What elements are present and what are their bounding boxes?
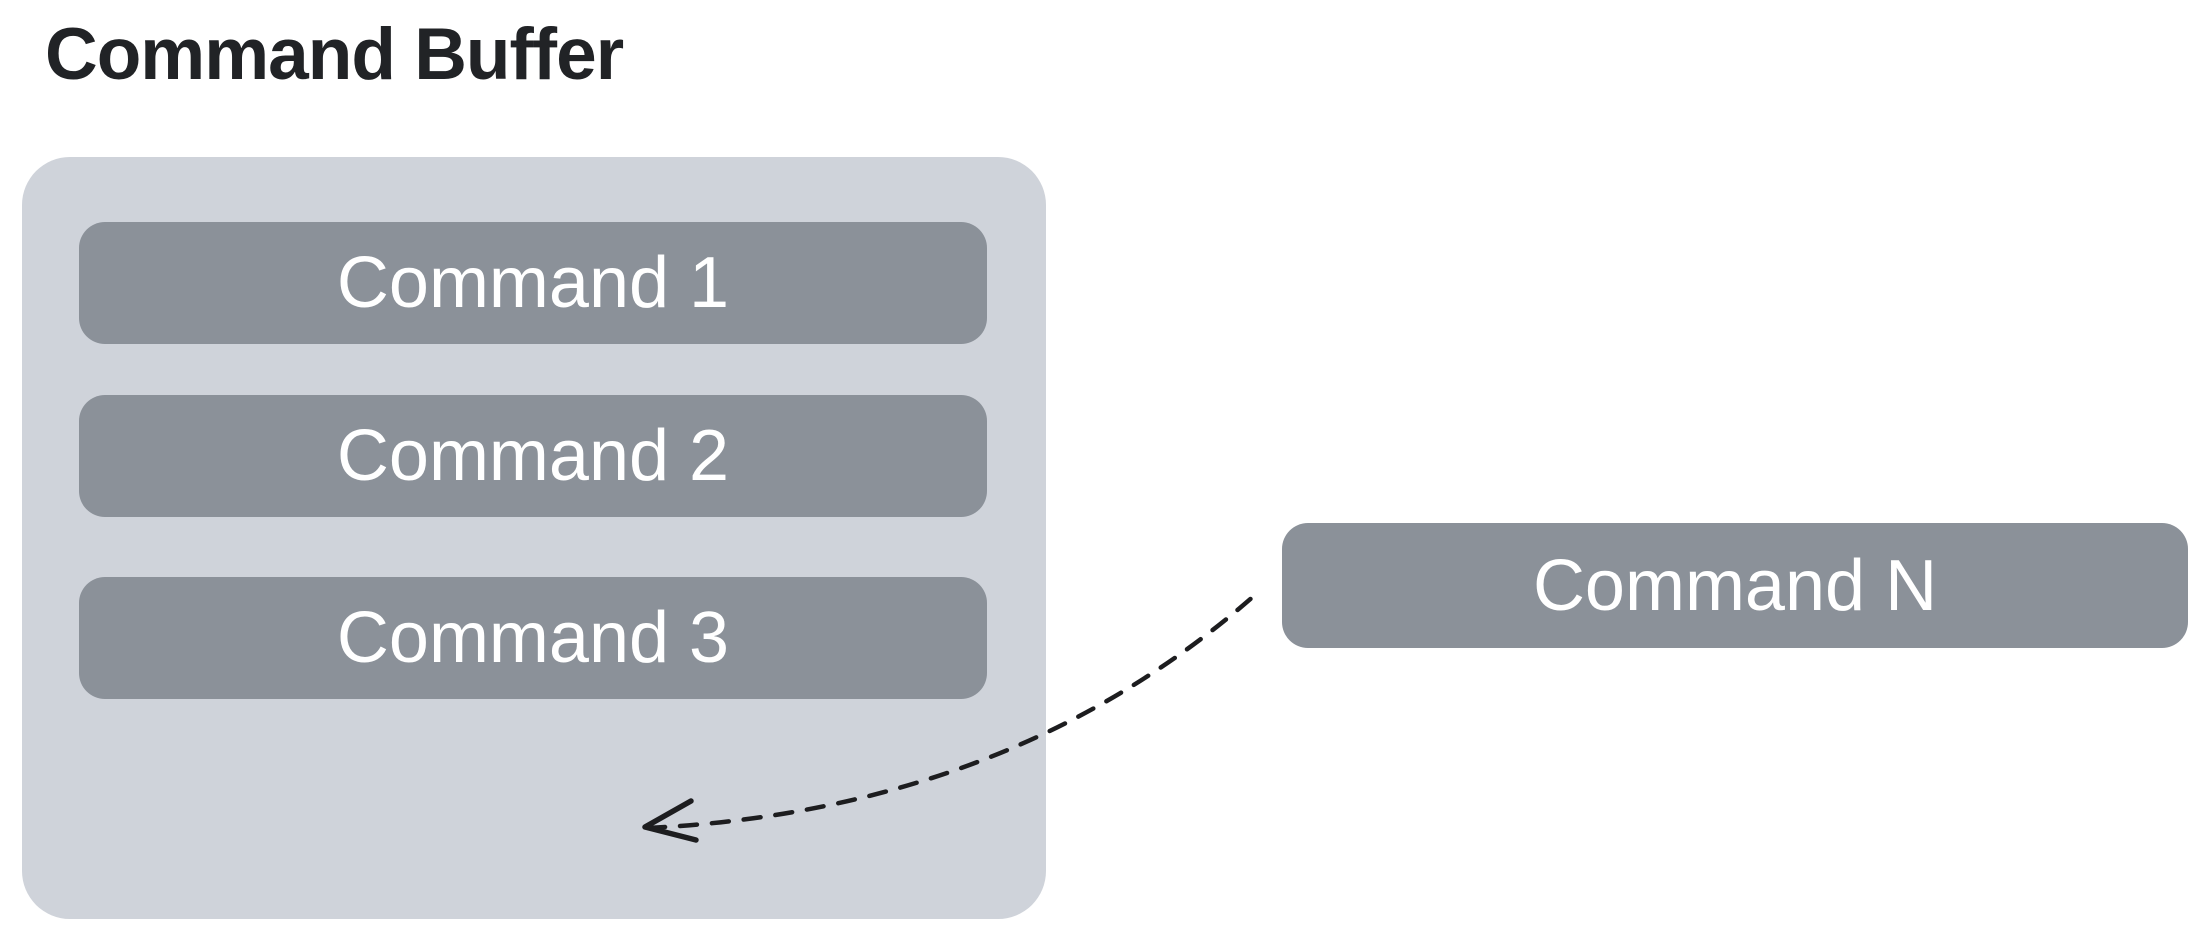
command-box-3: Command 3 <box>79 577 987 699</box>
command-buffer-container: Command 1 Command 2 Command 3 <box>22 157 1046 919</box>
command-box-1: Command 1 <box>79 222 987 344</box>
command-box-2: Command 2 <box>79 395 987 517</box>
page-title: Command Buffer <box>45 14 624 95</box>
command-n-box: Command N <box>1282 523 2188 648</box>
